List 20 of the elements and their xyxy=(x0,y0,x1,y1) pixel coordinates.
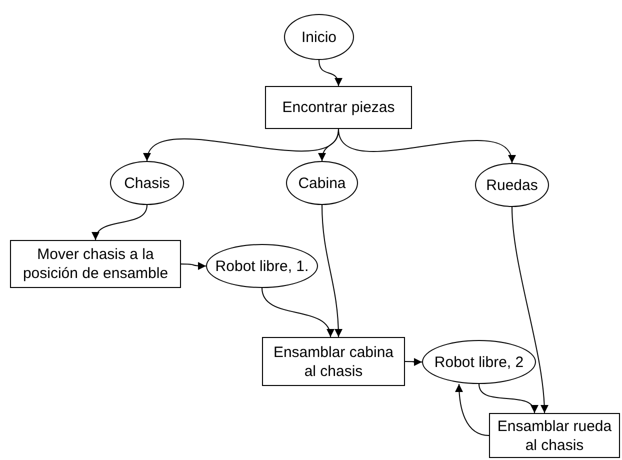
process-box: Encontrar piezas xyxy=(265,86,412,129)
arrow xyxy=(338,128,514,164)
arrow xyxy=(404,358,422,366)
process-box: Mover chasis a la posición de ensamble xyxy=(10,240,181,288)
ellipse-node: Robot libre, 2 xyxy=(422,340,536,384)
arrow xyxy=(93,204,148,240)
ellipse-node: Ruedas xyxy=(475,163,549,207)
ellipse-node: Robot libre, 1. xyxy=(206,244,318,288)
arrow xyxy=(262,288,333,338)
ellipse-node: Inicio xyxy=(284,14,354,60)
ellipse-node: Cabina xyxy=(286,161,358,205)
arrow xyxy=(318,60,342,86)
arrow xyxy=(512,206,548,414)
process-box: Ensamblar rueda al chasis xyxy=(489,413,620,458)
ellipse-node: Chasis xyxy=(110,161,184,205)
arrow xyxy=(455,384,490,436)
arrow xyxy=(478,384,537,414)
process-box: Ensamblar cabina al chasis xyxy=(262,337,405,386)
arrow xyxy=(322,204,342,338)
arrow xyxy=(180,262,206,270)
